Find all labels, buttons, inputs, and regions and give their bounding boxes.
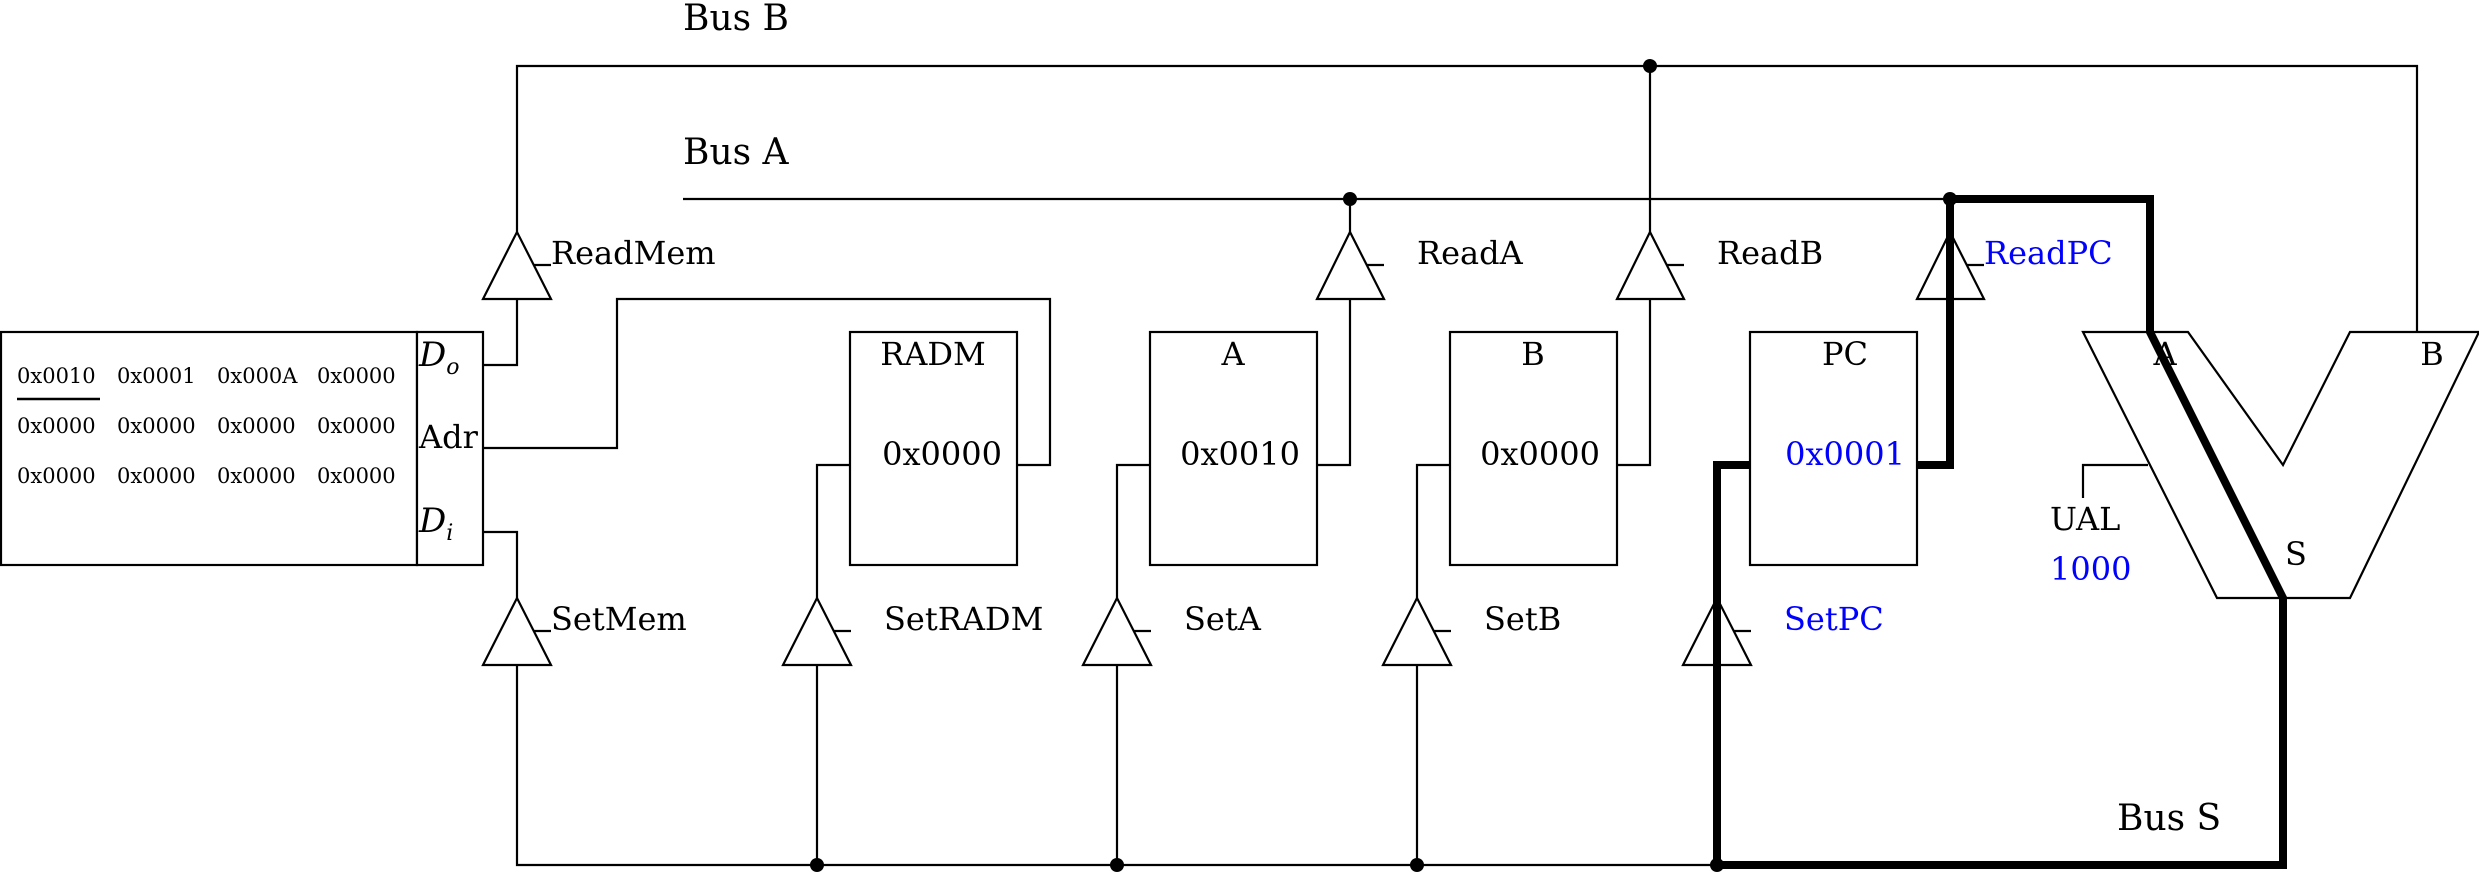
- bus-b: [515, 59, 2419, 332]
- readb-buffer[interactable]: ReadB: [1615, 229, 1823, 301]
- register-input-wire: [815, 463, 850, 598]
- active-path-line: [1713, 195, 2287, 869]
- bus-s-junction-a: [1110, 858, 1124, 872]
- memory-cell[interactable]: 0x0001: [117, 364, 196, 388]
- register-name: B: [1521, 335, 1545, 373]
- alu-input-b-label: B: [2420, 335, 2444, 373]
- alu-opcode-wire: [2081, 463, 2148, 498]
- memory-cell[interactable]: 0x0000: [17, 464, 96, 488]
- readmem-buffer[interactable]: ReadMem: [481, 229, 716, 301]
- memory-cell[interactable]: 0x0000: [317, 464, 396, 488]
- register-input-wire: [1415, 463, 1450, 598]
- register-a: A 0x0010: [1115, 299, 1352, 598]
- do-wire: [483, 299, 519, 367]
- port-di-label: Di: [418, 501, 453, 546]
- register-name: RADM: [880, 335, 986, 373]
- memory-cell[interactable]: 0x0000: [217, 414, 296, 438]
- register-value: 0x0000: [882, 435, 1002, 473]
- memory-cell[interactable]: 0x0000: [117, 464, 196, 488]
- bus-s-junction-b: [1410, 858, 1424, 872]
- memory-unit: 0x0010 0x0001 0x000A 0x0000 0x0000 0x000…: [0, 297, 1052, 598]
- signal-label: ReadMem: [551, 234, 716, 272]
- bus-b-line: [515, 64, 2419, 332]
- alu-label: UAL: [2050, 500, 2120, 538]
- register-name: A: [1220, 335, 1245, 373]
- memory-cell[interactable]: 0x0000: [217, 464, 296, 488]
- seta-buffer[interactable]: SetA: [1081, 595, 1262, 667]
- register-radm: RADM 0x0000: [815, 330, 1019, 598]
- register-value: 0x0010: [1180, 435, 1300, 473]
- signal-label: ReadA: [1417, 234, 1524, 272]
- setb-buffer[interactable]: SetB: [1381, 595, 1561, 667]
- memory-grid: 0x0010 0x0001 0x000A 0x0000 0x0000 0x000…: [17, 364, 396, 488]
- port-do-label: Do: [418, 335, 460, 380]
- bus-s-label: Bus S: [2117, 798, 2221, 839]
- register-box: [1748, 330, 1919, 567]
- bus-b-label: Bus B: [683, 0, 789, 39]
- signal-label: SetMem: [551, 600, 687, 638]
- bus-b-junction: [1643, 59, 1657, 73]
- signal-label: ReadPC: [1984, 234, 2113, 272]
- register-input-wire: [1115, 463, 1150, 598]
- bus-a-label: Bus A: [683, 132, 790, 173]
- active-data-path: [1710, 192, 2287, 872]
- bus-s: [515, 665, 1717, 872]
- register-box: [1448, 330, 1619, 567]
- memory-cell[interactable]: 0x0000: [117, 414, 196, 438]
- memory-cell[interactable]: 0x000A: [217, 364, 298, 388]
- signal-label: ReadB: [1717, 234, 1823, 272]
- memory-cell[interactable]: 0x0000: [317, 414, 396, 438]
- bus-a-junction-readpc: [1943, 192, 1957, 206]
- signal-label: SetRADM: [884, 600, 1043, 638]
- port-adr-label: Adr: [418, 418, 479, 456]
- bus-a: [683, 192, 1950, 232]
- reada-buffer[interactable]: ReadA: [1315, 229, 1524, 301]
- bus-s-junction-radm: [810, 858, 824, 872]
- signal-label: SetA: [1184, 600, 1262, 638]
- memory-cell[interactable]: 0x0000: [17, 414, 96, 438]
- signal-label: SetPC: [1784, 600, 1884, 638]
- register-output-wire: [1317, 299, 1352, 467]
- register-output-wire: [1617, 299, 1652, 467]
- di-wire: [483, 530, 519, 598]
- register-box: [1148, 330, 1319, 567]
- register-value: 0x0001: [1785, 435, 1905, 473]
- signal-label: SetB: [1484, 600, 1561, 638]
- setmem-buffer[interactable]: SetMem: [481, 595, 687, 667]
- bus-a-junction-reada: [1343, 192, 1357, 206]
- adr-wire: [483, 297, 1052, 467]
- memory-cell[interactable]: 0x0010: [17, 364, 96, 388]
- register-b: B 0x0000: [1415, 299, 1652, 598]
- bus-s-line: [515, 665, 1717, 867]
- register-pc: PC 0x0001: [1748, 330, 1919, 567]
- alu-opcode[interactable]: 1000: [2050, 550, 2131, 588]
- setradm-buffer[interactable]: SetRADM: [781, 595, 1043, 667]
- register-box: [848, 330, 1019, 567]
- alu-output-label: S: [2285, 535, 2307, 573]
- bus-s-junction-pc: [1710, 858, 1724, 872]
- register-value: 0x0000: [1480, 435, 1600, 473]
- memory-cells-box: [0, 330, 419, 567]
- memory-cell[interactable]: 0x0000: [317, 364, 396, 388]
- register-name: PC: [1822, 335, 1868, 373]
